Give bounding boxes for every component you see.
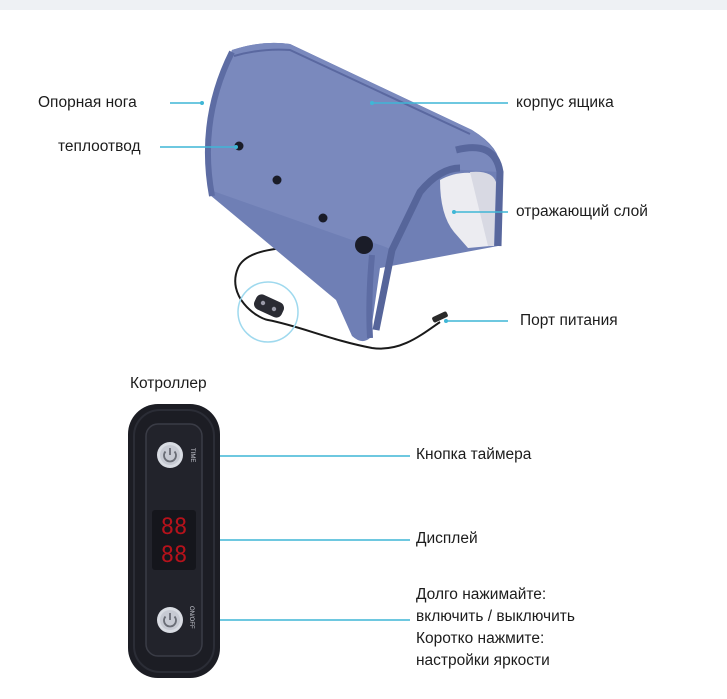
label-reflective-layer: отражающий слой — [516, 203, 648, 220]
power-button-icon — [157, 607, 183, 633]
label-controller: Котроллер — [130, 375, 207, 392]
power-plug — [432, 311, 448, 323]
power-button-text: ON/OFF — [188, 606, 194, 629]
heat-sink-hole — [318, 213, 328, 223]
label-support-leg: Опорная нога — [38, 94, 137, 111]
power-hint-line: Коротко нажмите: — [416, 630, 545, 647]
controller-highlight-circle — [237, 281, 299, 343]
label-power-hint: Долго нажимайте: включить / выключить Ко… — [416, 584, 575, 672]
display-window — [152, 510, 196, 570]
power-hint-line: настройки яркости — [416, 652, 550, 669]
timer-button-icon — [157, 442, 183, 468]
timer-button-text: TIME — [189, 448, 195, 462]
power-port-socket — [355, 236, 373, 254]
power-hint-line: Долго нажимайте: — [416, 586, 547, 603]
power-hint-line: включить / выключить — [416, 608, 575, 625]
display-digits: 88 — [161, 543, 188, 568]
display-digits: 88 — [161, 515, 188, 540]
label-heat-sink: теплоотвод — [58, 138, 141, 155]
label-timer-button: Кнопка таймера — [416, 446, 532, 463]
label-box-body: корпус ящика — [516, 94, 614, 111]
label-display: Дисплей — [416, 530, 478, 547]
heat-sink-hole — [272, 175, 282, 185]
top-strip — [0, 0, 727, 10]
mini-controller — [253, 294, 285, 318]
label-power-port: Порт питания — [520, 312, 618, 329]
